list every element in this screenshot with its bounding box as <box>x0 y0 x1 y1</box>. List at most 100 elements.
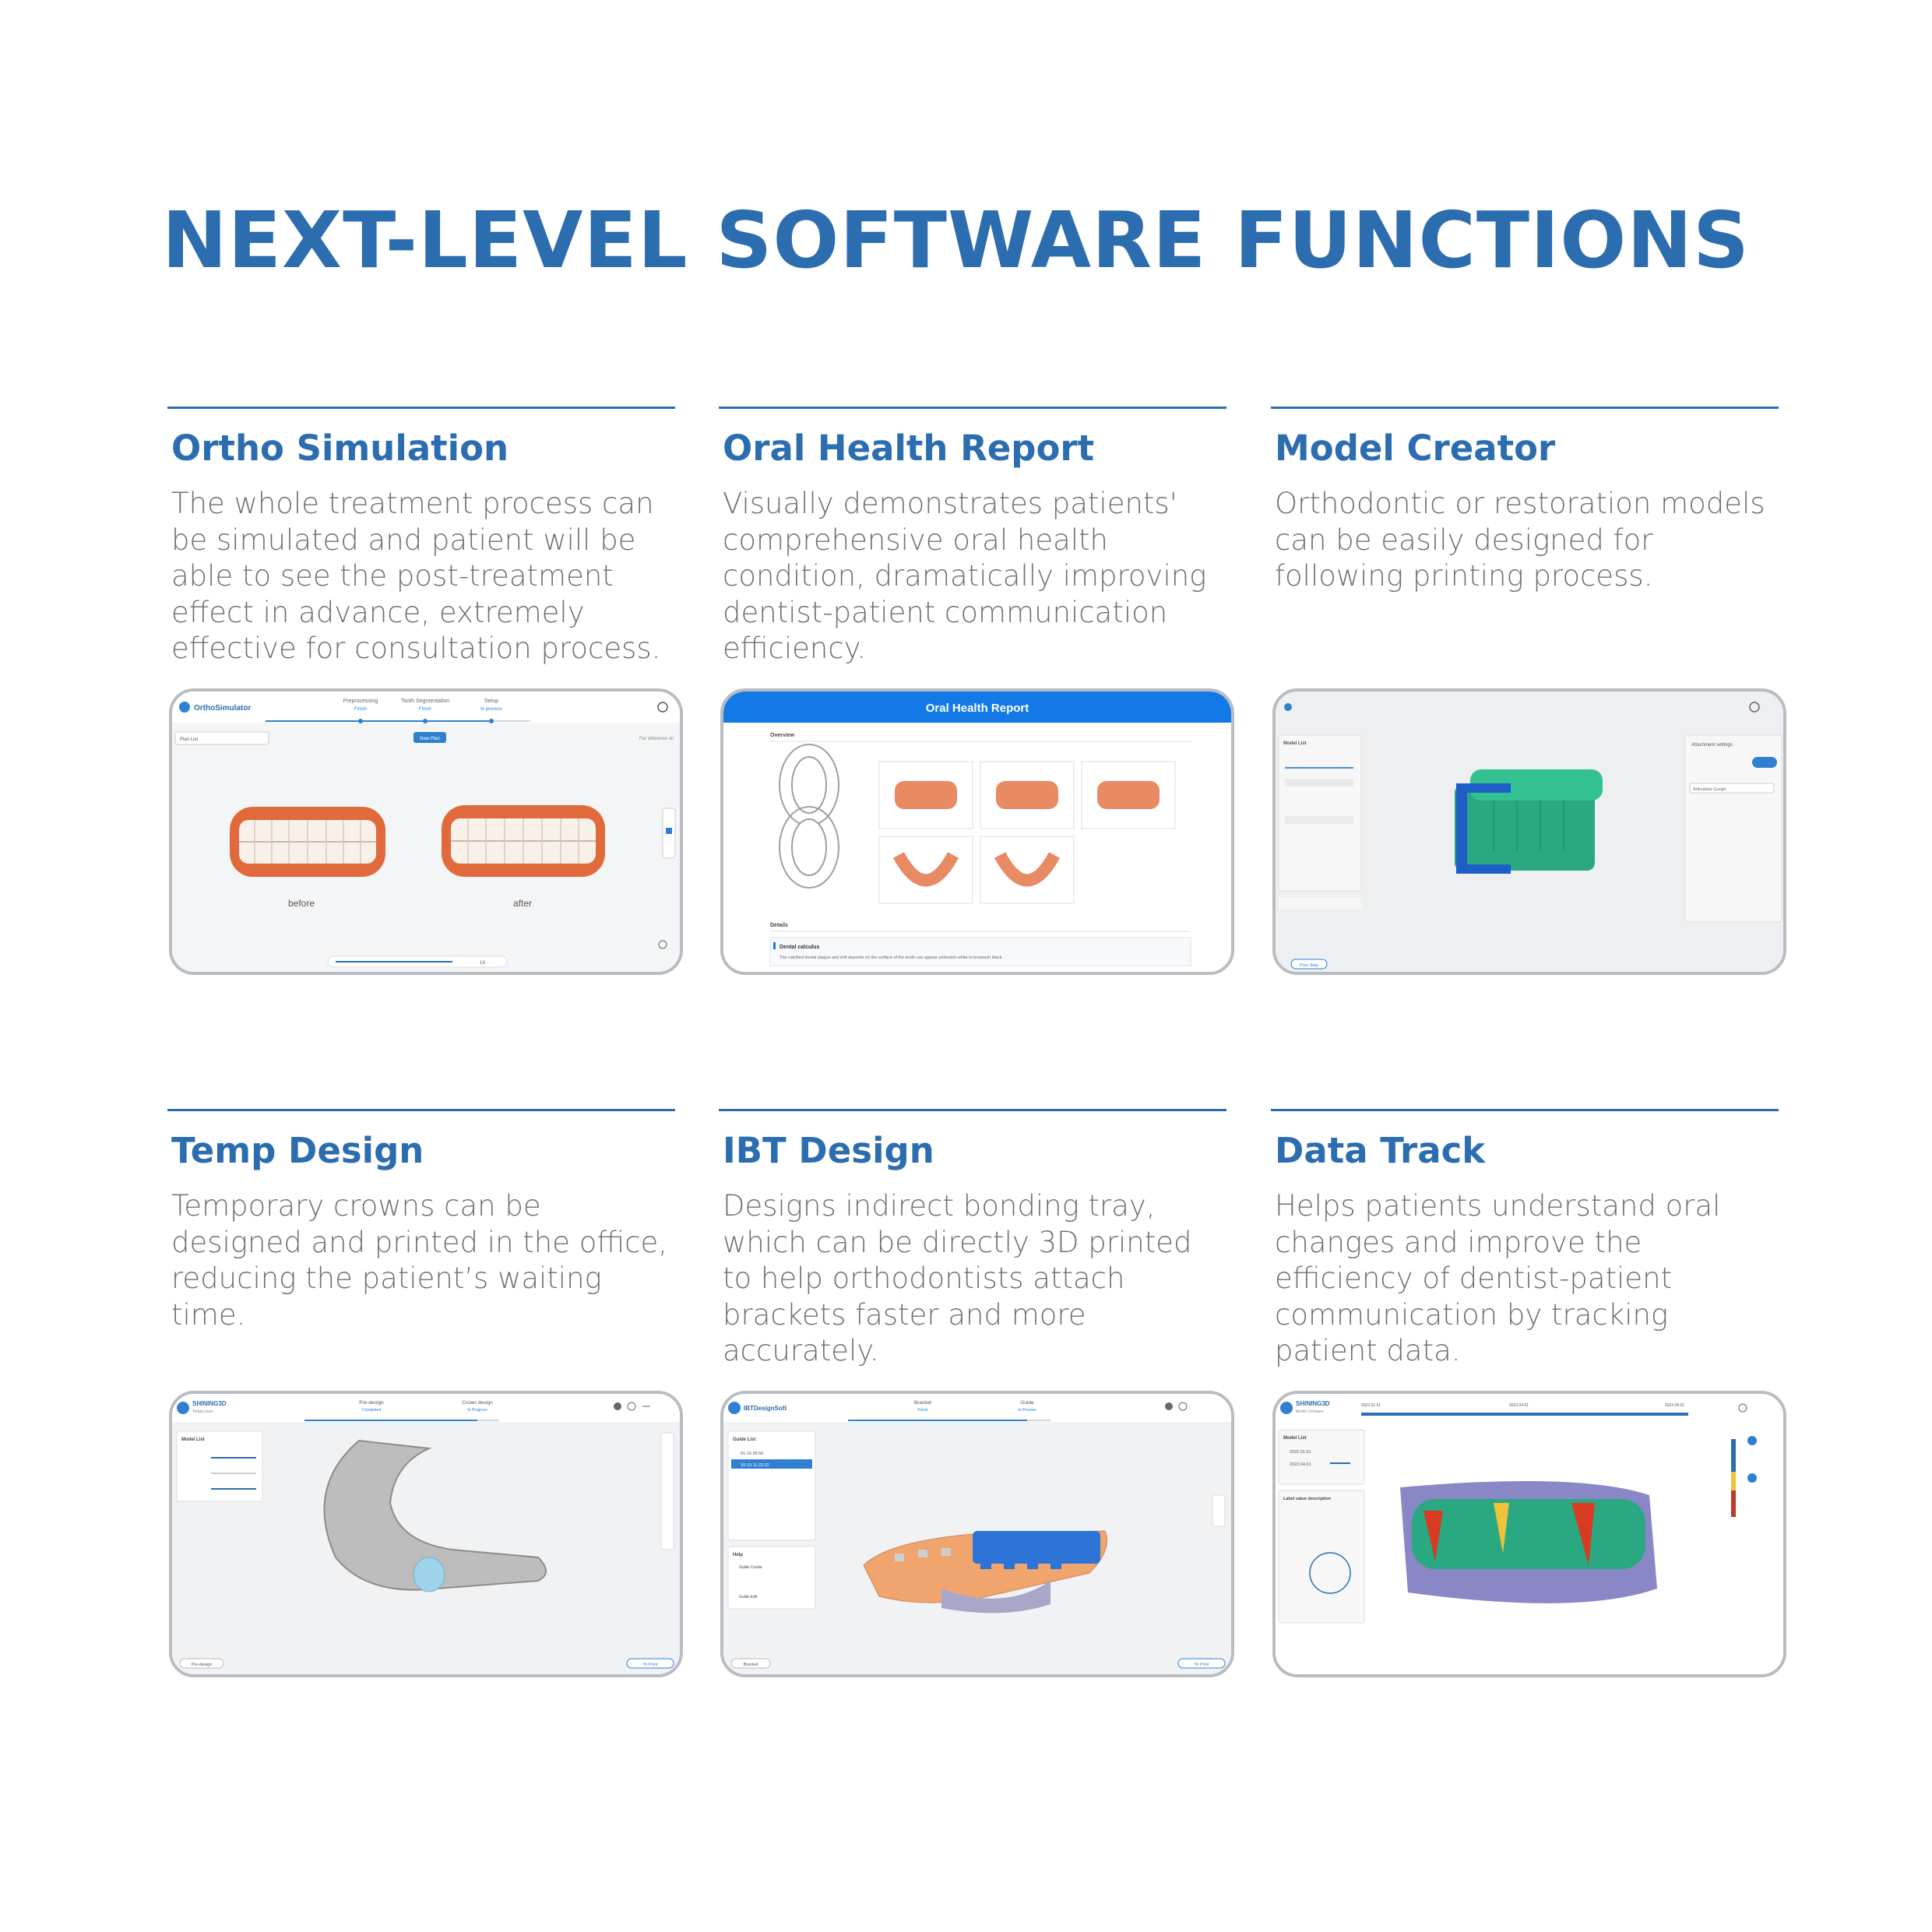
svg-text:10-13 11:22:22: 10-13 11:22:22 <box>741 1463 769 1468</box>
before-teeth-model <box>230 807 385 877</box>
ortho-simulator-screenshot: OrthoSimulator Preprocessing Finish Toot… <box>169 688 683 975</box>
guide-item-selected[interactable] <box>731 1459 812 1469</box>
model-item[interactable]: 2022.01.01 <box>1290 1450 1311 1455</box>
pre-design-button[interactable] <box>179 1658 224 1669</box>
step-label: Tooth Segmentation <box>401 699 449 704</box>
feature-title: Temp Design <box>171 1130 424 1171</box>
svg-text:2022.04.01: 2022.04.01 <box>1509 1403 1529 1408</box>
deviation-map-model <box>1400 1481 1657 1603</box>
articulator-select[interactable] <box>1689 783 1775 794</box>
dental-model-3d <box>1455 769 1603 874</box>
app-name: OrthoSimulator <box>194 704 251 713</box>
svg-text:Articulator Gunjel: Articulator Gunjel <box>1693 787 1726 792</box>
svg-text:Label value description: Label value description <box>1283 1497 1332 1501</box>
model-list-panel <box>1278 734 1362 892</box>
feature-title: Ortho Simulation <box>171 428 509 469</box>
feature-title: IBT Design <box>723 1130 934 1171</box>
feature-description: Visually demonstrates patients' comprehe… <box>723 487 1207 665</box>
attachment-settings-label: Attachment settings <box>1691 743 1733 748</box>
finding-title: Dental calculus <box>779 945 819 950</box>
folder-icon[interactable] <box>1165 1402 1173 1410</box>
after-label: after <box>513 898 532 909</box>
view-toggle-icon[interactable] <box>1747 1473 1757 1483</box>
view-toggle-icon[interactable] <box>1747 1436 1757 1445</box>
svg-text:In Process: In Process <box>1018 1408 1036 1413</box>
gear-icon[interactable] <box>1749 702 1760 713</box>
bracket-button[interactable] <box>730 1658 771 1669</box>
to-print-button[interactable] <box>626 1658 674 1669</box>
svg-text:Bracket: Bracket <box>744 1663 758 1667</box>
report-header: Oral Health Report <box>926 702 1029 715</box>
svg-text:Crown design: Crown design <box>462 1400 493 1406</box>
temp-design-screenshot: SHINING3D TempCrown Pre-design Completed… <box>169 1391 683 1677</box>
label-description-panel <box>1278 1490 1365 1624</box>
svg-text:To Print: To Print <box>643 1663 658 1667</box>
feature-temp-design: Temp Design Temporary crowns can be desi… <box>167 1109 681 1333</box>
model-toolbar[interactable] <box>1279 898 1361 909</box>
svg-text:Guide: Guide <box>1020 1400 1034 1406</box>
svg-text:Prev Step: Prev Step <box>1300 963 1318 968</box>
gear-icon[interactable] <box>1738 1403 1747 1413</box>
svg-text:Guide Edit: Guide Edit <box>739 1595 758 1599</box>
attachment-settings-panel <box>1684 734 1782 923</box>
section-divider <box>719 1109 1226 1111</box>
step-status: Finish <box>419 707 431 712</box>
back-icon[interactable] <box>1284 703 1292 711</box>
step-status: Finish <box>354 707 367 712</box>
gear-icon[interactable] <box>627 1402 636 1411</box>
gear-icon[interactable] <box>657 702 668 713</box>
step-label: Preprocessing <box>343 699 378 704</box>
details-label: Details <box>770 923 788 928</box>
app-subtitle: Model Compare <box>1296 1409 1324 1414</box>
oral-health-report-screenshot: Oral Health Report Overview Details Dent… <box>720 688 1234 975</box>
step-status: In process <box>480 707 502 712</box>
close-icon[interactable] <box>658 940 667 949</box>
svg-text:Completed: Completed <box>362 1408 381 1413</box>
to-print-button[interactable] <box>1177 1658 1226 1669</box>
model-list-label: Model List <box>1283 741 1307 746</box>
svg-text:Guide List: Guide List <box>733 1438 755 1442</box>
folder-icon[interactable] <box>614 1402 621 1410</box>
feature-model-creator: Model Creator Orthodontic or restoration… <box>1271 406 1785 595</box>
overview-label: Overview <box>770 733 795 738</box>
model-item[interactable]: 2022.04.01 <box>1290 1462 1311 1467</box>
svg-text:Model List: Model List <box>1283 1436 1307 1441</box>
svg-text:In Progress: In Progress <box>467 1408 487 1413</box>
app-logo-icon <box>1280 1402 1293 1414</box>
tooth-chart <box>779 744 839 889</box>
app-logo-icon <box>728 1402 741 1414</box>
svg-text:Bracket: Bracket <box>914 1400 931 1406</box>
gear-icon[interactable] <box>1178 1402 1188 1411</box>
app-name: IBTDesignSoft <box>744 1405 787 1412</box>
svg-text:Finish: Finish <box>917 1408 928 1413</box>
feature-description: Helps patients understand oral changes a… <box>1275 1189 1721 1367</box>
new-plan-button[interactable] <box>413 732 446 743</box>
speed-label: 1X <box>480 961 485 966</box>
guide-list-panel <box>727 1431 816 1541</box>
app-name: SHINING3D <box>1296 1400 1330 1407</box>
data-track-screenshot: SHINING3D Model Compare 2022.01.01 2022.… <box>1272 1391 1786 1677</box>
app-logo-icon <box>179 702 190 713</box>
guide-item[interactable]: 01-16 05:56 <box>741 1452 763 1456</box>
ibt-design-screenshot: IBTDesignSoft Bracket Finish Guide In Pr… <box>720 1391 1234 1677</box>
svg-text:Pre-design: Pre-design <box>359 1400 384 1406</box>
prev-step-button[interactable] <box>1290 959 1328 970</box>
section-divider <box>167 1109 675 1111</box>
side-toolbar[interactable] <box>660 1432 674 1550</box>
side-toolbar[interactable] <box>1212 1494 1226 1527</box>
section-divider <box>1271 1109 1779 1111</box>
feature-description: The whole treatment process can be simul… <box>171 487 661 665</box>
svg-text:Guide Create: Guide Create <box>739 1565 762 1570</box>
attachment-mode-toggle[interactable] <box>1752 757 1777 768</box>
feature-title: Oral Health Report <box>723 428 1095 469</box>
svg-text:2022.01.01: 2022.01.01 <box>1361 1403 1381 1408</box>
reference-label: For reference on <box>639 737 674 741</box>
app-name: SHINING3D <box>192 1400 227 1407</box>
plan-list-select[interactable] <box>174 731 269 745</box>
bonding-tray-model <box>863 1530 1107 1614</box>
model-list-panel <box>176 1431 263 1502</box>
section-divider <box>719 406 1226 409</box>
svg-text:Pre-design: Pre-design <box>192 1663 213 1667</box>
feature-description: Orthodontic or restoration models can be… <box>1275 487 1765 593</box>
section-divider <box>167 406 675 409</box>
